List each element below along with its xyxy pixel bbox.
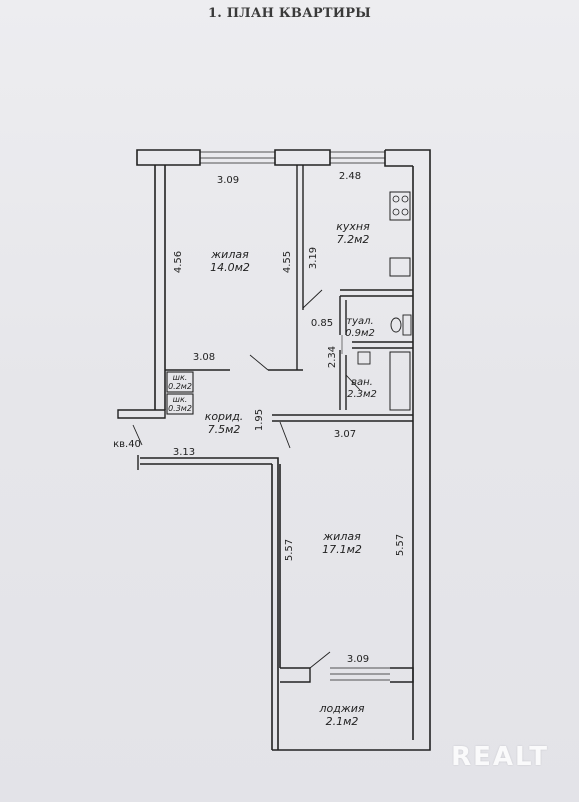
dim-248: 2.48 bbox=[339, 171, 361, 182]
corridor-area: 7.5м2 bbox=[208, 423, 241, 436]
living1-name: жилая bbox=[210, 248, 249, 261]
closet1-area: 0.2м2 bbox=[168, 382, 192, 391]
sink-icon bbox=[389, 257, 411, 277]
living2-name: жилая bbox=[322, 530, 361, 543]
kitchen-name: кухня bbox=[336, 220, 370, 233]
wall-corridor-bottom bbox=[140, 457, 279, 750]
wall-living2-top bbox=[272, 414, 413, 422]
door-entry bbox=[132, 424, 143, 446]
dim-557-right: 5.57 bbox=[395, 534, 406, 556]
toilet-tank-icon bbox=[402, 314, 412, 336]
door-loggia bbox=[309, 651, 331, 669]
wall-entry-stub bbox=[117, 409, 166, 419]
dim-234: 2.34 bbox=[327, 346, 338, 368]
window-top-right bbox=[330, 151, 385, 164]
wall-toilet-left bbox=[339, 296, 347, 335]
burner-icon bbox=[401, 208, 409, 216]
bath-name: ван. bbox=[351, 377, 373, 388]
wall-toilet-bath bbox=[352, 341, 413, 349]
stove-icon bbox=[389, 191, 411, 221]
plan-title: 1. ПЛАН КВАРТИРЫ bbox=[208, 6, 371, 21]
living1-area: 14.0м2 bbox=[210, 261, 250, 274]
bath-area: 2.3м2 bbox=[347, 389, 377, 400]
outer-wall-top-right bbox=[384, 150, 413, 167]
corridor-name: корид. bbox=[205, 410, 244, 423]
wall-loggia-top-right bbox=[390, 667, 414, 683]
wall-living1-kitchen bbox=[296, 165, 304, 370]
kitchen-area: 7.2м2 bbox=[337, 233, 370, 246]
dim-455: 4.55 bbox=[282, 251, 293, 273]
living2-area: 17.1м2 bbox=[322, 543, 362, 556]
dim-apartment-number: кв.40 bbox=[113, 439, 141, 450]
dim-557-left: 5.57 bbox=[284, 539, 295, 561]
dim-085: 0.85 bbox=[311, 318, 333, 329]
bathtub-icon bbox=[389, 351, 411, 411]
toilet-area: 0.9м2 bbox=[345, 328, 375, 339]
wall-left-living1 bbox=[154, 165, 166, 410]
dim-456: 4.56 bbox=[173, 251, 184, 273]
closet2-area: 0.3м2 bbox=[168, 404, 192, 413]
dim-319: 3.19 bbox=[308, 247, 319, 269]
wall-kitchen-bottom bbox=[340, 289, 413, 297]
wall-living2-left bbox=[271, 464, 281, 750]
washbasin-icon bbox=[357, 351, 371, 365]
outer-wall-top-left bbox=[136, 149, 201, 166]
wall-bath-left bbox=[339, 350, 347, 410]
dim-313: 3.13 bbox=[173, 447, 195, 458]
loggia-area: 2.1м2 bbox=[326, 715, 359, 728]
burner-icon bbox=[392, 208, 400, 216]
outer-wall-right bbox=[385, 149, 431, 751]
toilet-name: туал. bbox=[346, 316, 373, 327]
burner-icon bbox=[401, 195, 409, 203]
dim-309-top: 3.09 bbox=[217, 175, 239, 186]
door-kitchen bbox=[302, 289, 323, 309]
door-bath bbox=[345, 374, 361, 391]
toilet-icon bbox=[390, 317, 402, 333]
door-living2 bbox=[279, 421, 291, 449]
window-top-left bbox=[200, 151, 275, 164]
door-living1 bbox=[249, 354, 269, 371]
closet1-name: шк. bbox=[173, 373, 188, 382]
wall-loggia-top-left bbox=[280, 667, 311, 683]
dim-195: 1.95 bbox=[254, 409, 265, 431]
dim-309-bottom: 3.09 bbox=[347, 654, 369, 665]
realt-watermark: REALT bbox=[451, 742, 549, 772]
closet-lower bbox=[166, 393, 194, 415]
window-loggia bbox=[330, 667, 390, 681]
loggia-name: лоджия bbox=[318, 702, 364, 715]
dim-308: 3.08 bbox=[193, 352, 215, 363]
burner-icon bbox=[392, 195, 400, 203]
closet2-name: шк. bbox=[173, 395, 188, 404]
closet-upper bbox=[166, 371, 194, 393]
dim-307: 3.07 bbox=[334, 429, 356, 440]
outer-wall-top-mid bbox=[274, 149, 331, 166]
